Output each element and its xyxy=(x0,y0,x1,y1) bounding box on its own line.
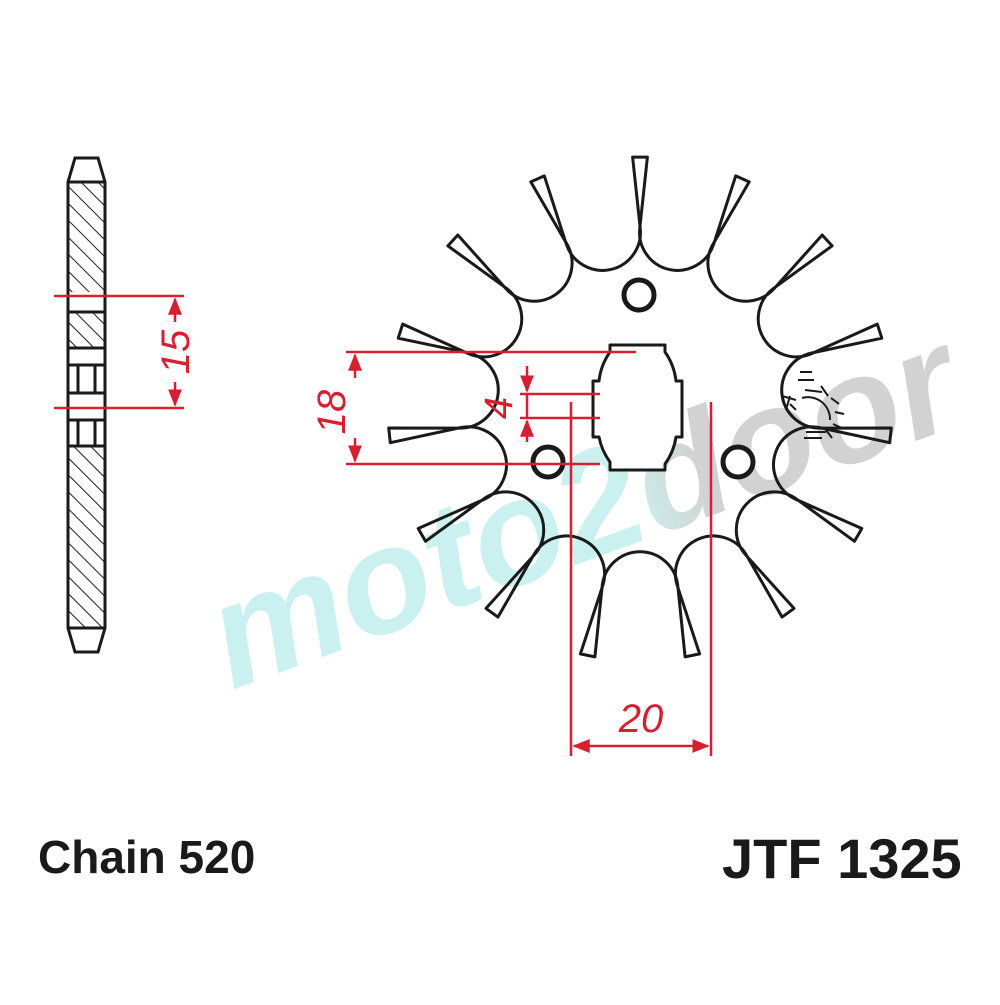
side-view: 15 xyxy=(54,156,198,654)
part-number-caption: JTF 1325 xyxy=(722,827,962,890)
sun-logo-icon xyxy=(781,371,845,439)
side-hatch-top xyxy=(68,182,105,292)
chain-size-caption: Chain 520 xyxy=(38,831,256,883)
side-hatch-bottom xyxy=(68,446,105,628)
spline-bore xyxy=(591,343,684,472)
bolt-hole-top xyxy=(621,277,657,313)
front-dim-20-label: 20 xyxy=(618,697,664,741)
bolt-hole-left xyxy=(530,444,566,480)
side-dim-15-label: 15 xyxy=(154,329,198,374)
sprocket-outline xyxy=(387,155,893,659)
bolt-hole-right xyxy=(720,444,756,480)
side-outline xyxy=(66,156,107,654)
front-view: 18 4 20 xyxy=(310,155,893,756)
front-dim-4-label: 4 xyxy=(477,397,521,419)
front-dim-18-label: 18 xyxy=(310,389,354,434)
side-hatch-upper xyxy=(68,312,105,348)
